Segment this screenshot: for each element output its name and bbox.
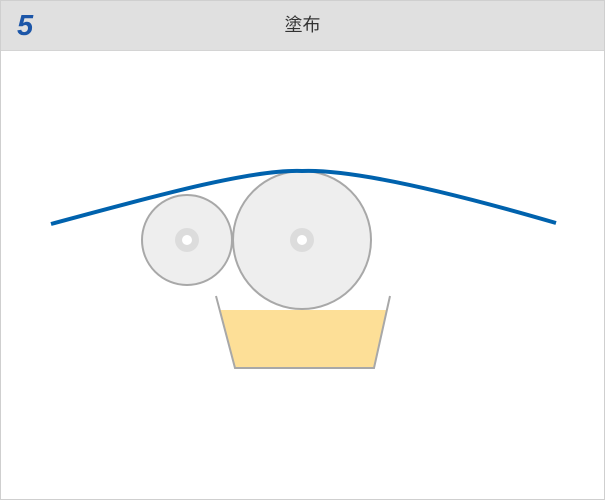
coating-diagram (50, 168, 557, 369)
web-film (50, 168, 557, 226)
step-title: 塗布 (284, 15, 321, 35)
step-header: 5 塗布 (1, 1, 604, 51)
step-number: 5 (17, 10, 34, 42)
applicator-roll-axle (182, 235, 192, 245)
coating-liquid (220, 310, 386, 368)
backing-roll-axle (297, 235, 307, 245)
coating-tray (215, 295, 391, 369)
